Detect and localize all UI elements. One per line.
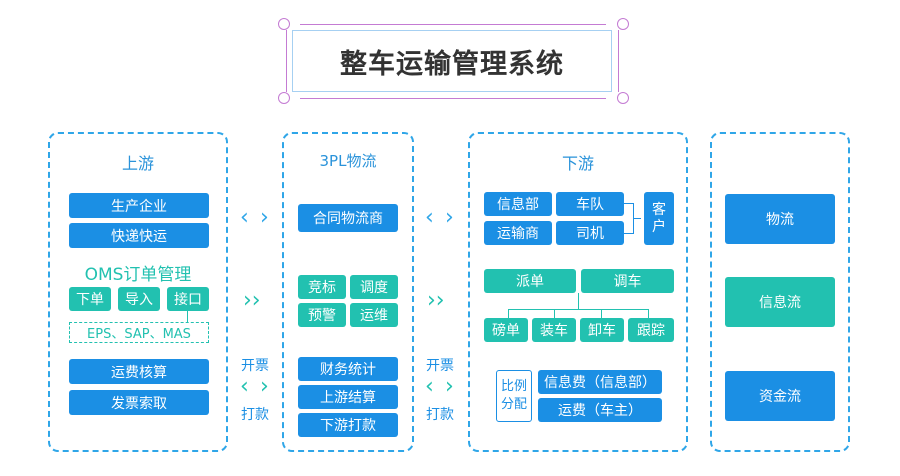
threepl-title: 3PL物流 xyxy=(319,152,377,170)
connector-line xyxy=(578,293,579,309)
api-button: 接口 xyxy=(167,287,209,311)
express-box: 快递快运 xyxy=(69,223,209,248)
api-connector xyxy=(187,311,188,322)
forward-arrow-icon: ›› xyxy=(243,288,261,313)
transfer-box: 调车 xyxy=(581,269,674,293)
unload-box: 卸车 xyxy=(580,318,624,342)
alert-box: 预警 xyxy=(298,303,346,327)
systems-box: EPS、SAP、MAS xyxy=(69,322,209,343)
connector-line xyxy=(508,309,509,318)
bid-box: 竞标 xyxy=(298,275,346,299)
info-fee-box: 信息费（信息部） xyxy=(538,370,662,394)
connector-line xyxy=(624,203,634,204)
downstream-title: 下游 xyxy=(561,154,594,173)
downstream-pay-box: 下游打款 xyxy=(298,413,398,437)
invoice-label: 开票 xyxy=(241,358,269,374)
customer-box: 客户 xyxy=(644,192,674,245)
capital-flow-box: 资金流 xyxy=(725,371,835,421)
load-box: 装车 xyxy=(532,318,576,342)
double-arrow-icon: ‹ xyxy=(425,205,434,230)
corner-circle-icon xyxy=(617,18,629,30)
forward-arrow-icon: ›› xyxy=(427,288,445,313)
info-dept-box: 信息部 xyxy=(484,192,552,216)
double-arrow-icon: › xyxy=(445,374,454,399)
double-arrow-icon: › xyxy=(445,205,454,230)
corner-circle-icon xyxy=(278,92,290,104)
ratio-box: 比例分配 xyxy=(496,370,532,422)
manufacturer-box: 生产企业 xyxy=(69,193,209,218)
threepl-panel: 3PL物流 合同物流商 竞标 调度 预警 运维 财务统计 上游结算 下游打款 xyxy=(282,132,414,452)
order-button: 下单 xyxy=(69,287,111,311)
invoice-label: 开票 xyxy=(426,358,454,374)
connector-line xyxy=(508,309,648,310)
freight-fee-box: 运费（车主） xyxy=(538,398,662,422)
logistics-flow-box: 物流 xyxy=(725,194,835,244)
oms-label: OMS订单管理 xyxy=(84,265,192,285)
carrier-box: 运输商 xyxy=(484,221,552,245)
connector-line xyxy=(601,309,602,318)
double-arrow-icon: ‹ xyxy=(240,205,249,230)
import-button: 导入 xyxy=(118,287,160,311)
payment-label: 打款 xyxy=(426,407,454,423)
driver-box: 司机 xyxy=(556,221,624,245)
double-arrow-icon: › xyxy=(260,205,269,230)
double-arrow-icon: ‹ xyxy=(240,374,249,399)
connector-line xyxy=(648,309,649,318)
downstream-panel: 下游 信息部 车队 运输商 司机 客户 派单 调车 磅单 装车 卸车 跟踪 比例… xyxy=(468,132,688,452)
upstream-settle-box: 上游结算 xyxy=(298,385,398,409)
track-box: 跟踪 xyxy=(628,318,674,342)
corner-circle-icon xyxy=(617,92,629,104)
contract-logistics-box: 合同物流商 xyxy=(298,204,398,232)
connector-line xyxy=(554,309,555,318)
corner-circle-icon xyxy=(278,18,290,30)
fleet-box: 车队 xyxy=(556,192,624,216)
payment-label: 打款 xyxy=(241,407,269,423)
upstream-panel: 上游 生产企业 快递快运 OMS订单管理 下单 导入 接口 EPS、SAP、MA… xyxy=(48,132,228,452)
double-arrow-icon: ‹ xyxy=(425,374,434,399)
page-title: 整车运输管理系统 xyxy=(292,30,612,92)
information-flow-box: 信息流 xyxy=(725,277,835,327)
connector-line xyxy=(633,218,641,219)
finance-box: 财务统计 xyxy=(298,357,398,381)
invoice-request-box: 发票索取 xyxy=(69,390,209,415)
upstream-title: 上游 xyxy=(121,154,154,173)
customer-label: 客户 xyxy=(652,201,666,235)
freight-accounting-box: 运费核算 xyxy=(69,359,209,384)
connector-line xyxy=(624,233,634,234)
schedule-box: 调度 xyxy=(350,275,398,299)
weigh-box: 磅单 xyxy=(484,318,528,342)
double-arrow-icon: › xyxy=(260,374,269,399)
dispatch-box: 派单 xyxy=(484,269,576,293)
ratio-label: 比例分配 xyxy=(501,379,528,412)
ops-box: 运维 xyxy=(350,303,398,327)
flows-panel: 物流 信息流 资金流 xyxy=(710,132,850,452)
